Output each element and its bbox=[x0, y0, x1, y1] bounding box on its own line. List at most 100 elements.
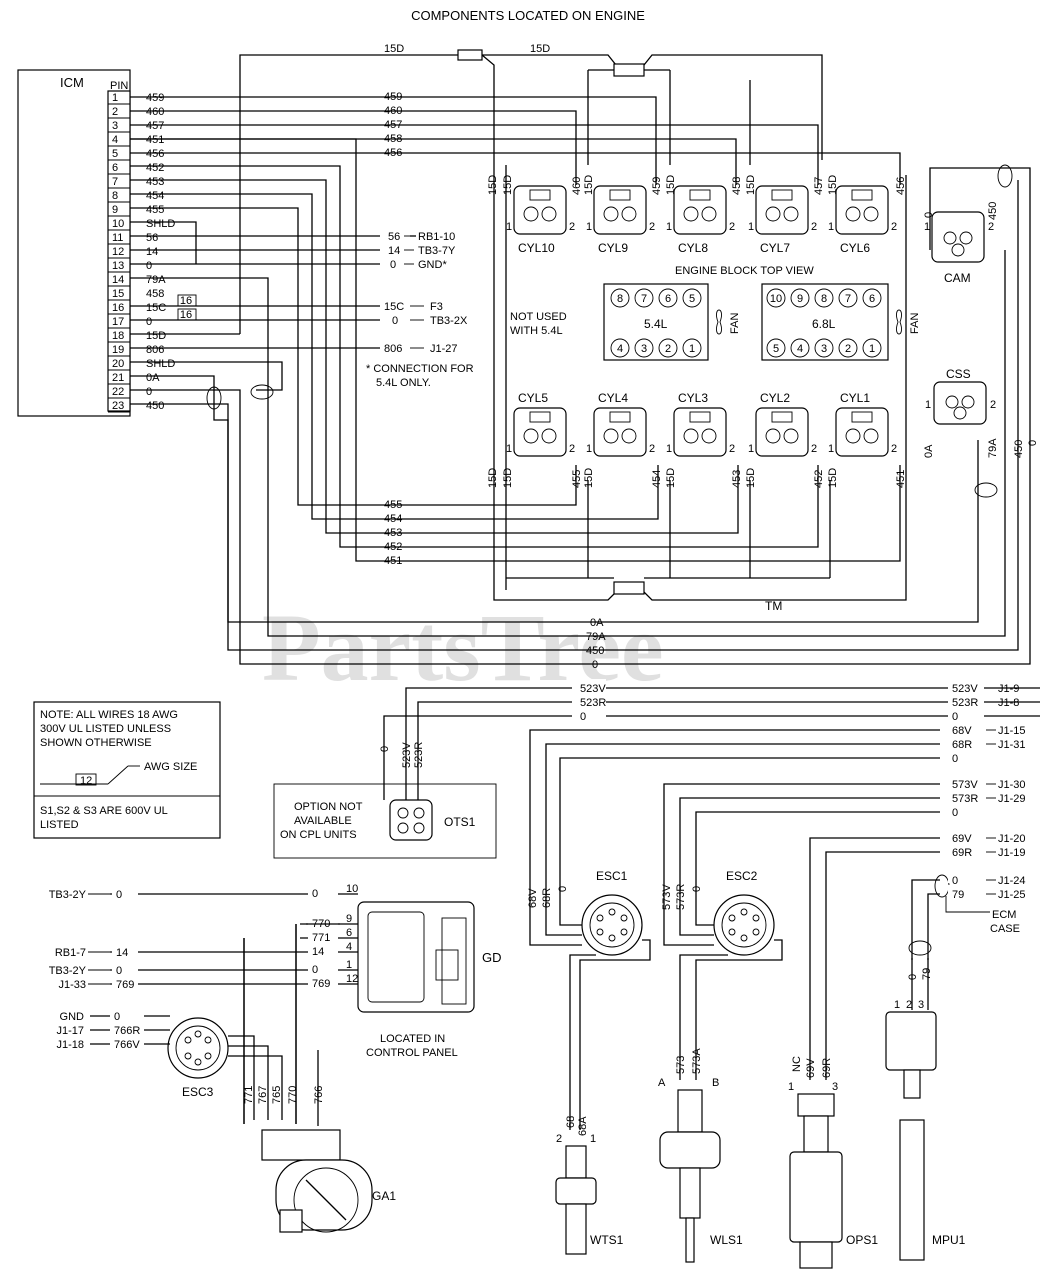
icm-pin-number: 4 bbox=[112, 134, 118, 146]
icm-pin-number: 21 bbox=[112, 372, 124, 384]
right-wire-label: 0 bbox=[952, 807, 958, 819]
ots-option-1: OPTION NOT bbox=[294, 801, 363, 813]
css-pin-1: 1 bbox=[925, 399, 931, 411]
connection-note-2: 5.4L ONLY. bbox=[376, 377, 431, 389]
dest-wire-0b: 0 bbox=[392, 315, 398, 327]
css-label: CSS bbox=[946, 367, 971, 381]
coil-pin-1: 1 bbox=[748, 221, 754, 233]
right-wire-dest: J1-24 bbox=[998, 875, 1026, 887]
not-used-2: WITH 5.4L bbox=[510, 325, 563, 337]
dest-wire-56: 56 bbox=[388, 231, 400, 243]
esc1-label: ESC1 bbox=[596, 869, 628, 883]
esc3-row-source: J1-18 bbox=[56, 1039, 84, 1051]
ga1-wire-label: 765 bbox=[271, 1086, 283, 1104]
icm-pin-number: 6 bbox=[112, 162, 118, 174]
mpu1-label: MPU1 bbox=[932, 1233, 966, 1247]
coil-pin-1: 1 bbox=[586, 443, 592, 455]
right-wire-label: 69V bbox=[952, 833, 972, 845]
icm-pin-wire: 451 bbox=[146, 134, 164, 146]
icm-pin-number: 5 bbox=[112, 148, 118, 160]
engine-cylinder-number: 8 bbox=[821, 293, 827, 305]
ops-wire-69v: 69V bbox=[805, 1058, 817, 1078]
engine-cylinder bbox=[790, 338, 810, 358]
gd-row-wire-left: 0 bbox=[116, 889, 122, 901]
gd-row-pin: 12 bbox=[346, 973, 358, 985]
coil-pin-1: 1 bbox=[586, 221, 592, 233]
gd-row-wire: 14 bbox=[312, 946, 324, 958]
right-wire-label: 573V bbox=[952, 779, 978, 791]
engine-5-4l-label: 5.4L bbox=[644, 317, 668, 331]
vlabel-15d-3: 15D bbox=[583, 175, 595, 195]
dest-wire-15c: 15C bbox=[384, 301, 404, 313]
gauge-tag-16c: 16 bbox=[180, 295, 192, 307]
right-wire-label: 69R bbox=[952, 847, 972, 859]
vlabel-460: 460 bbox=[571, 177, 583, 195]
coil-pin-2: 2 bbox=[811, 443, 817, 455]
gd-located-1: LOCATED IN bbox=[380, 1033, 445, 1045]
vlabel-452: 452 bbox=[813, 470, 825, 488]
engine-cylinder bbox=[658, 338, 678, 358]
gd-row-wire-left: 769 bbox=[116, 979, 134, 991]
wls-pin-b: B bbox=[712, 1077, 719, 1089]
coil-wires-top: 459 460 457 458 456 bbox=[130, 91, 901, 185]
right-wire-dest: J1-31 bbox=[998, 739, 1026, 751]
connection-note-1: * CONNECTION FOR bbox=[366, 363, 474, 375]
engine-cylinder bbox=[682, 288, 702, 308]
engine-cylinder-number: 1 bbox=[689, 343, 695, 355]
vlabel-15d-2: 15D bbox=[502, 175, 514, 195]
ecm-case-2: CASE bbox=[990, 923, 1020, 935]
coil-pin-1: 1 bbox=[748, 443, 754, 455]
gd-row-pin: 1 bbox=[346, 959, 352, 971]
vlabel-459: 459 bbox=[651, 177, 663, 195]
vlabel-451: 451 bbox=[895, 470, 907, 488]
esc3-row-source: GND bbox=[60, 1011, 85, 1023]
engine-cylinder bbox=[790, 288, 810, 308]
esc3-label: ESC3 bbox=[182, 1085, 214, 1099]
gd-row-wire: 0 bbox=[312, 888, 318, 900]
icm-pin-wire: 0 bbox=[146, 316, 152, 328]
splice-top bbox=[613, 63, 645, 77]
vlabel-454: 454 bbox=[651, 470, 663, 488]
ops-wire-nc: NC bbox=[791, 1056, 803, 1072]
icm-pin-wire: 460 bbox=[146, 106, 164, 118]
coil-pin-2: 2 bbox=[891, 443, 897, 455]
right-wire-mid-label: 523R bbox=[580, 697, 606, 709]
right-wire-label: 523V bbox=[952, 683, 978, 695]
right-wire-dest: J1-19 bbox=[998, 847, 1026, 859]
gd-row-source: TB3-2Y bbox=[49, 889, 87, 901]
right-wire-label: 68V bbox=[952, 725, 972, 737]
css-pin-2: 2 bbox=[990, 399, 996, 411]
icm-pin-number: 22 bbox=[112, 386, 124, 398]
coil-label: CYL6 bbox=[840, 241, 870, 255]
coil-label: CYL9 bbox=[598, 241, 628, 255]
vlabel-15d-b3: 15D bbox=[583, 468, 595, 488]
icm-pin-wire: 459 bbox=[146, 92, 164, 104]
coil-label: CYL4 bbox=[598, 391, 628, 405]
engine-cylinder-number: 1 bbox=[869, 343, 875, 355]
icm-pin-wire: 0A bbox=[146, 372, 160, 384]
engine-5-4l-box bbox=[603, 283, 709, 361]
icm-pin-wire: SHLD bbox=[146, 358, 175, 370]
wire-label-457: 457 bbox=[384, 119, 402, 131]
cam-css-wires: 0A 79A 450 0 bbox=[130, 164, 1031, 671]
vlabel-css-0: 0 bbox=[1027, 440, 1039, 446]
icm-pin-number: 11 bbox=[112, 232, 123, 244]
diagram-title: COMPONENTS LOCATED ON ENGINE bbox=[411, 8, 645, 23]
engine-cylinder-number: 4 bbox=[617, 343, 623, 355]
icm-pin-header: PIN bbox=[110, 80, 128, 92]
dest-gnd-star: GND* bbox=[418, 259, 447, 271]
vlabel-15d-1: 15D bbox=[487, 175, 499, 195]
not-used-1: NOT USED bbox=[510, 311, 567, 323]
gd-module bbox=[357, 901, 475, 1013]
wls-pin-a: A bbox=[658, 1077, 666, 1089]
coil-pin-2: 2 bbox=[569, 443, 575, 455]
